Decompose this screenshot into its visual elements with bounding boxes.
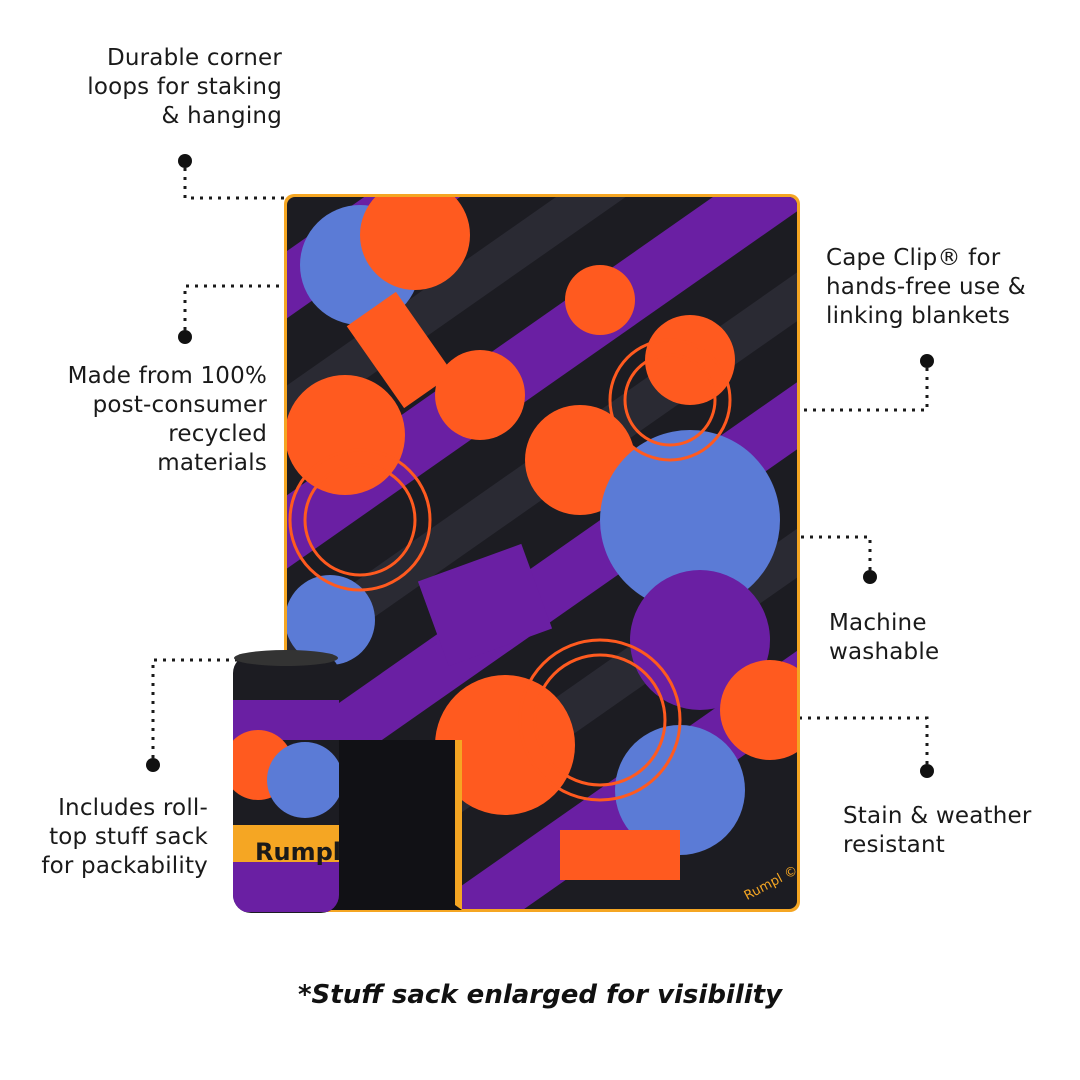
callout-line: Machine — [829, 610, 927, 636]
callout-line: Made from 100% — [67, 363, 267, 389]
callout-line: Includes roll- — [58, 795, 208, 821]
dot-stuff-sack — [146, 758, 160, 772]
callout-line: recycled — [168, 421, 267, 447]
dot-cape-clip — [920, 354, 934, 368]
callout-line: linking blankets — [826, 303, 1011, 329]
callout-line: materials — [157, 450, 267, 476]
callout-line: resistant — [843, 832, 945, 858]
folded-corner — [330, 740, 462, 910]
callout-recycled: Made from 100% post-consumer recycled ma… — [68, 362, 267, 478]
leader-stain — [792, 716, 929, 764]
callout-cape-clip: Cape Clip® for hands-free use & linking … — [826, 244, 1026, 331]
leader-machine-washable — [795, 535, 872, 570]
callout-line: top stuff sack — [49, 824, 208, 850]
leader-stuff-sack — [151, 658, 252, 758]
callout-stuff-sack: Includes roll- top stuff sack for packab… — [41, 794, 208, 881]
callout-line: Durable corner — [106, 45, 282, 71]
callout-line: for packability — [41, 853, 208, 879]
dot-machine-washable — [863, 570, 877, 584]
callout-line: washable — [829, 639, 940, 665]
callout-line: hands-free use & — [826, 274, 1026, 300]
stuff-sack — [233, 650, 339, 913]
callout-line: Stain & weather — [843, 803, 1032, 829]
callout-stain-resistant: Stain & weather resistant — [843, 802, 1032, 860]
leader-corner-loops — [183, 168, 290, 200]
dot-recycled — [178, 330, 192, 344]
callout-line: & hanging — [161, 103, 282, 129]
leader-cape-clip — [795, 368, 929, 412]
leader-recycled — [183, 284, 290, 330]
callout-machine-washable: Machine washable — [829, 609, 939, 667]
callout-line: Cape Clip® for — [826, 245, 1001, 271]
callout-corner-loops: Durable corner loops for staking & hangi… — [87, 44, 282, 131]
footnote: *Stuff sack enlarged for visibility — [297, 980, 783, 1010]
sack-brand-logo: Rumpl — [255, 838, 341, 866]
callout-line: post-consumer — [92, 392, 267, 418]
callout-line: loops for staking — [87, 74, 282, 100]
dot-stain — [920, 764, 934, 778]
leader-lines — [151, 168, 929, 764]
dot-corner-loops — [178, 154, 192, 168]
leader-dots — [146, 154, 934, 778]
